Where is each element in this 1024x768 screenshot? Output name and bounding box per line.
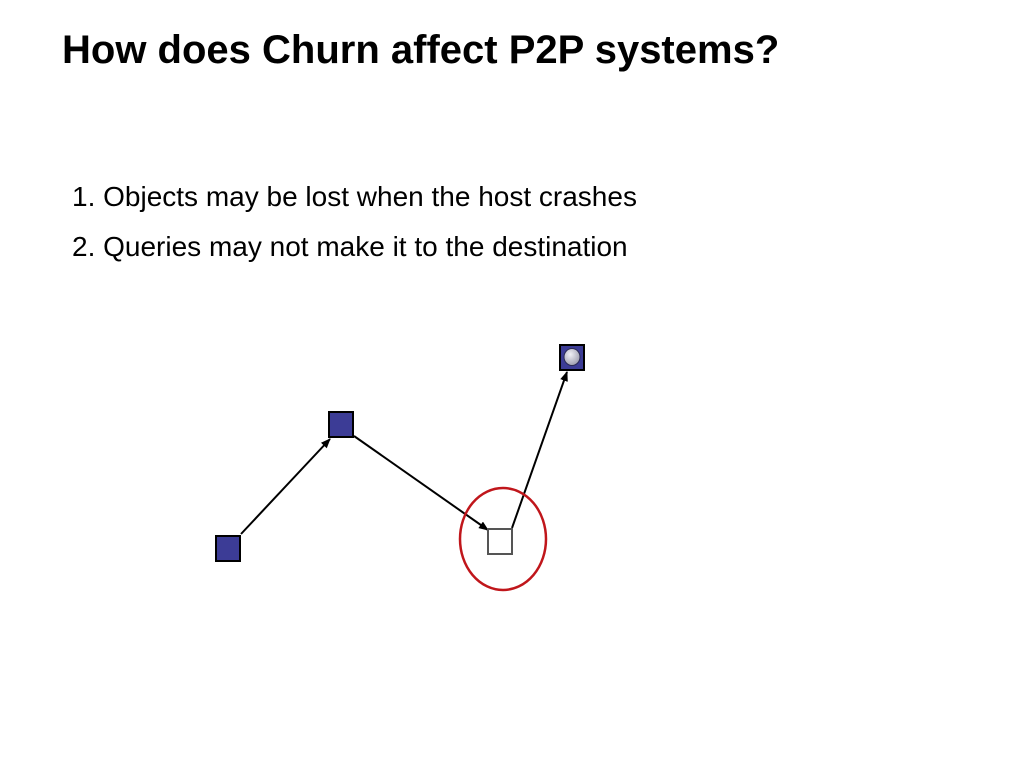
source-node xyxy=(215,535,241,562)
edge-middle-to-crashed xyxy=(353,435,489,531)
middle-node xyxy=(328,411,354,438)
stored-object-icon xyxy=(563,348,581,366)
edge-crashed-to-destination xyxy=(511,371,568,529)
crashed-node xyxy=(487,528,513,555)
bullet-point-lost-queries: 2. Queries may not make it to the destin… xyxy=(72,231,628,262)
bullet-list: 1. Objects may be lost when the host cra… xyxy=(72,172,637,272)
crash-highlight-ring xyxy=(458,486,548,592)
bullet-point-lost-objects: 1. Objects may be lost when the host cra… xyxy=(72,181,637,212)
slide-title: How does Churn affect P2P systems? xyxy=(62,28,780,72)
edge-source-to-middle xyxy=(240,438,331,535)
